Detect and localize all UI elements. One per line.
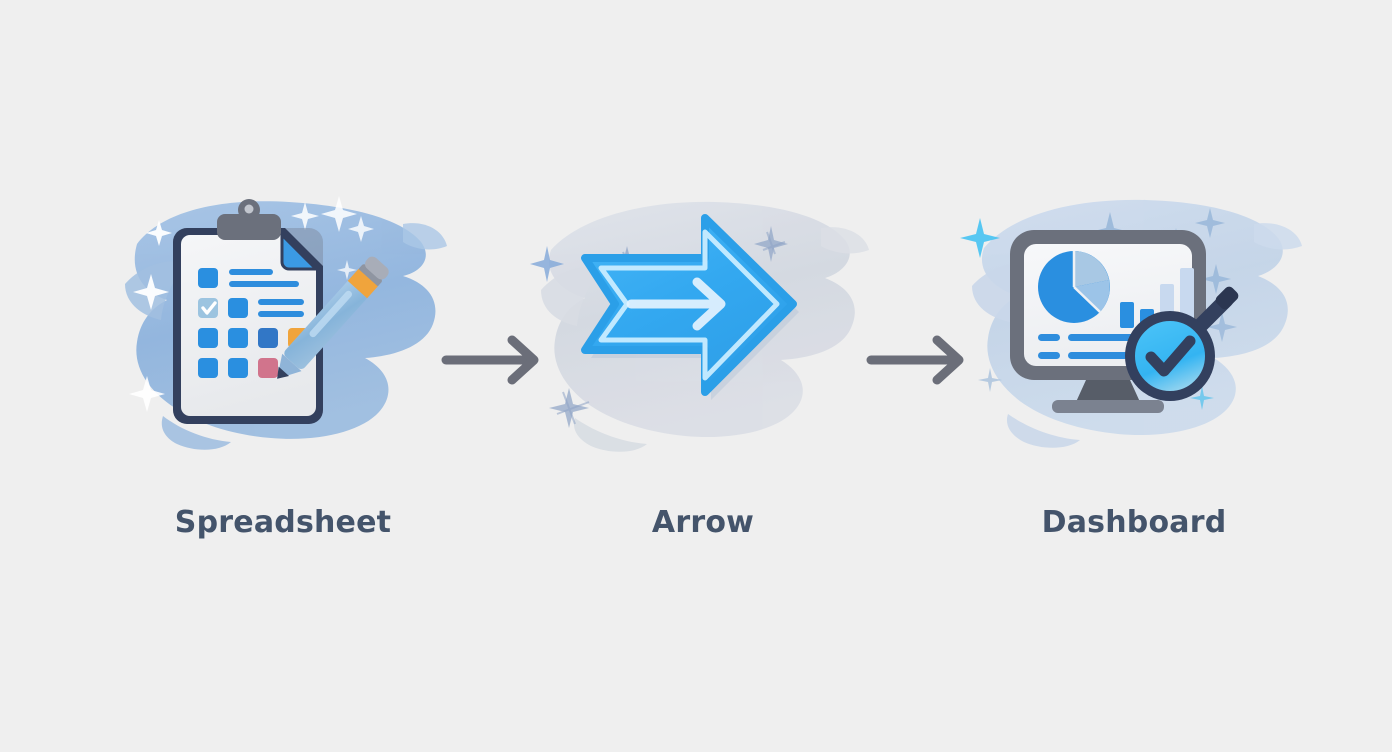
pie-chart: [1038, 251, 1110, 323]
clipboard-clip: [217, 199, 281, 240]
arrow-right-icon: [866, 335, 964, 385]
step-label-spreadsheet: Spreadsheet: [174, 505, 392, 540]
magnifier-check-icon: [1125, 286, 1239, 401]
inner-arrow-icon: [626, 277, 726, 331]
big-right-arrow-icon: [523, 180, 883, 520]
checkmark-icon: [1145, 335, 1196, 377]
connector-arrow-1: [440, 330, 560, 390]
clipboard-text-lines: [229, 269, 304, 317]
monitor-dashboard-icon: [954, 180, 1314, 520]
clipboard-board: [173, 228, 323, 424]
step-panel-dashboard: Dashboard: [954, 180, 1314, 600]
step-panel-spreadsheet: Spreadsheet: [103, 180, 463, 600]
connector-arrow-2: [865, 330, 985, 390]
checkmark-icon: [201, 301, 217, 315]
clipboard-spreadsheet-icon: [103, 180, 463, 520]
arrow-right-icon: [441, 335, 539, 385]
step-panel-arrow: Arrow: [523, 180, 883, 600]
step-label-arrow: Arrow: [651, 505, 755, 540]
arrow-shape: [581, 214, 799, 400]
sparkle-icons: [129, 196, 374, 412]
step-label-dashboard: Dashboard: [1041, 505, 1227, 540]
pencil-icon: [277, 256, 389, 379]
